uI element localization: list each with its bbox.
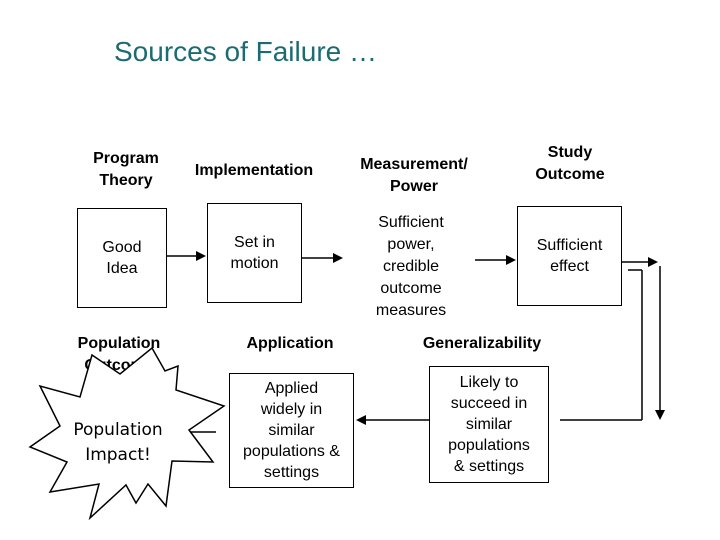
population-impact-label: Population Impact! (58, 418, 178, 468)
